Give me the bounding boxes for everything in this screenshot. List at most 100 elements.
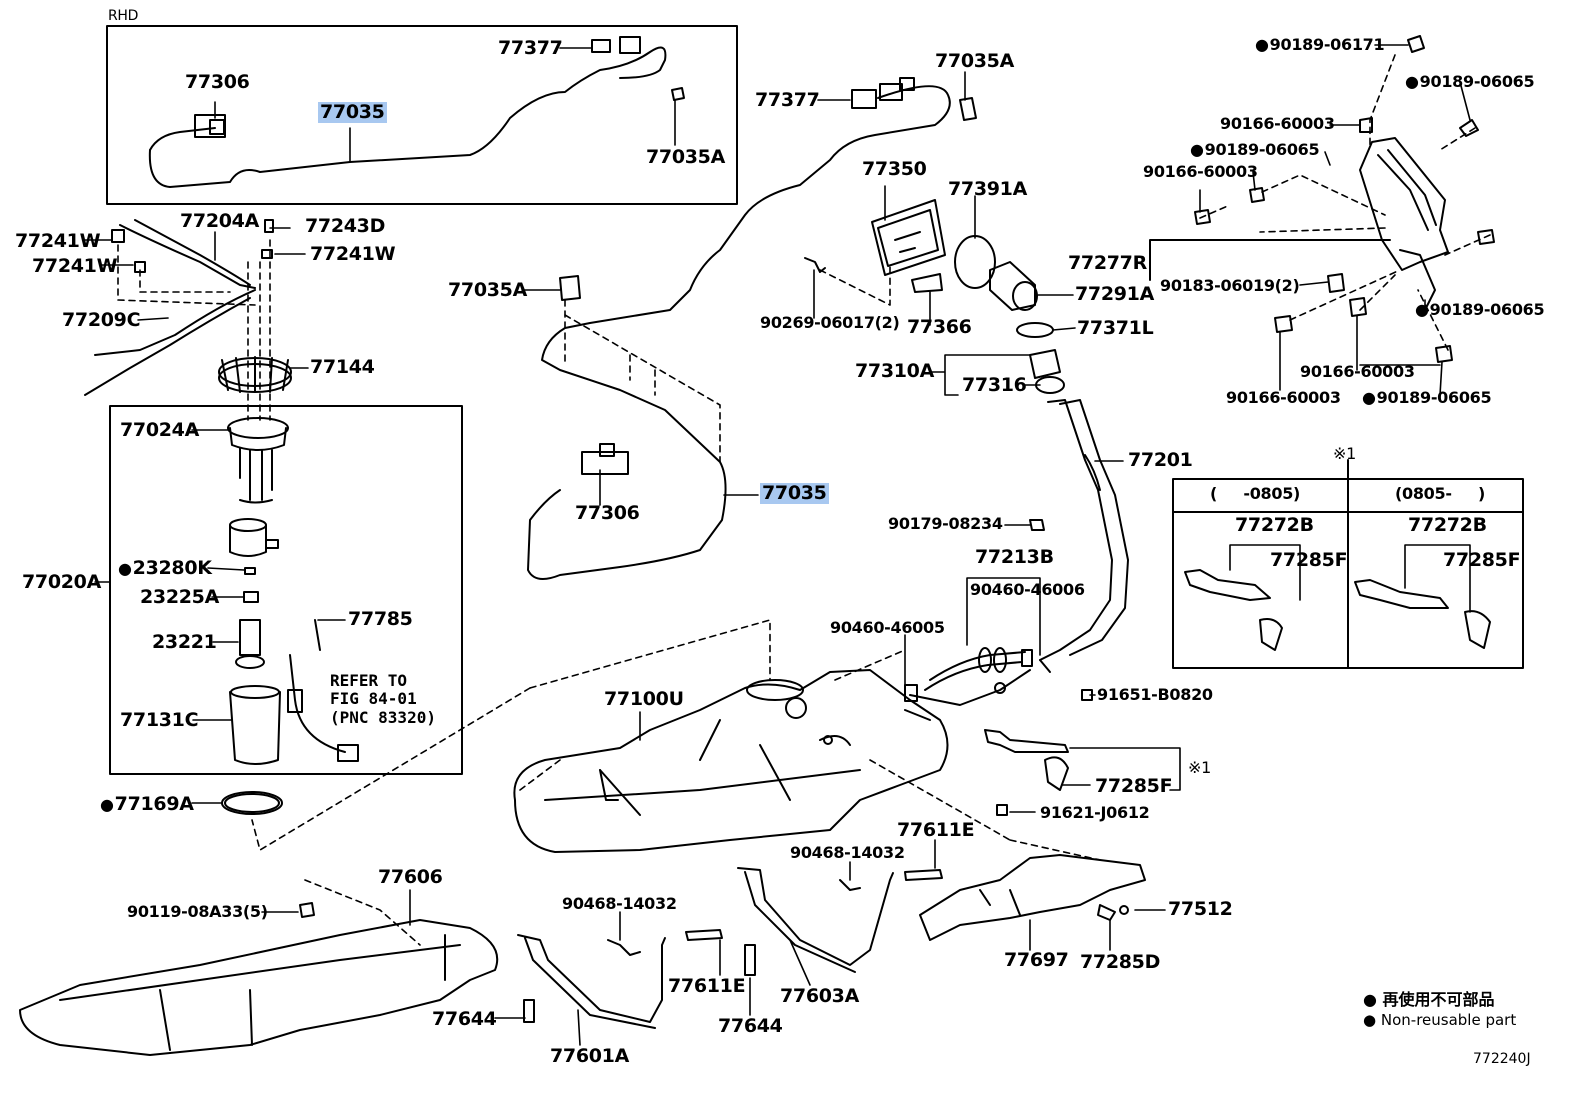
part-label[interactable]: 77306 — [185, 71, 250, 93]
region-label: RHD — [108, 8, 139, 24]
clamp-90460-46005 — [904, 684, 918, 702]
part-label[interactable]: 77785 — [348, 608, 413, 630]
legend-jp-text: 再使用不可部品 — [1382, 990, 1495, 1009]
part-label[interactable]: 77603A — [780, 985, 860, 1007]
part-label-highlighted[interactable]: 77035 — [760, 482, 829, 504]
part-label[interactable]: 90468-14032 — [790, 843, 905, 862]
rhd-frame — [106, 25, 738, 205]
rhd-fuel-line — [148, 46, 667, 188]
gauge-77785 — [287, 619, 359, 762]
part-label[interactable]: 90166-60003 — [1300, 362, 1415, 381]
inset-part-label[interactable]: 77285F — [1270, 549, 1348, 571]
inset-part-label[interactable]: 77272B — [1408, 514, 1487, 536]
part-label-nonreusable[interactable]: 90189-06065 — [1362, 390, 1492, 406]
inset-table — [1172, 459, 1524, 669]
filler-housing-77291A — [989, 261, 1038, 311]
part-label[interactable]: 77316 — [962, 374, 1027, 396]
bolt-77644-b — [744, 944, 756, 976]
part-label[interactable]: 23225A — [140, 586, 220, 608]
hinge-77366 — [911, 273, 943, 293]
part-label[interactable]: 77144 — [310, 356, 375, 378]
part-label[interactable]: 90183-06019(2) — [1160, 276, 1300, 295]
part-label[interactable]: 77310A — [855, 360, 935, 382]
part-label[interactable]: 77131C — [120, 709, 199, 731]
inset-part-label[interactable]: 77285F — [1443, 549, 1521, 571]
refer-note-line: REFER TO — [330, 671, 408, 690]
asterisk-mark: ※1 — [1333, 444, 1356, 463]
part-label[interactable]: 77277R — [1068, 252, 1147, 274]
part-label[interactable]: 77204A — [180, 210, 260, 232]
part-label[interactable]: 90460-46005 — [830, 618, 945, 637]
part-label[interactable]: 77391A — [948, 178, 1028, 200]
rhd-clip — [671, 87, 685, 101]
part-label-nonreusable[interactable]: 23280K — [118, 559, 212, 578]
bolt-77644-a — [523, 999, 535, 1023]
part-label[interactable]: 77024A — [120, 419, 200, 441]
connector-77306 — [581, 443, 629, 475]
part-label[interactable]: 90166-60003 — [1143, 162, 1258, 181]
fuel-line-77209C — [84, 289, 256, 396]
bolt-90119 — [299, 902, 315, 918]
part-label[interactable]: 90468-14032 — [562, 894, 677, 913]
part-label-nonreusable[interactable]: 90189-06065 — [1405, 74, 1535, 90]
part-label-highlighted[interactable]: 77035 — [318, 101, 387, 123]
part-label-nonreusable[interactable]: 90189-06171 — [1255, 37, 1385, 53]
part-label[interactable]: 77366 — [907, 316, 972, 338]
part-label[interactable]: 90179-08234 — [888, 514, 1003, 533]
clip-90166-b — [1249, 187, 1265, 203]
part-label[interactable]: 91651-B0820 — [1097, 685, 1213, 704]
gasket-77371L — [1016, 322, 1054, 338]
part-label[interactable]: 77035A — [646, 146, 726, 168]
band-77603A — [737, 867, 894, 973]
part-label[interactable]: 77241W — [310, 243, 396, 265]
part-label[interactable]: 77020A — [22, 571, 102, 593]
part-label[interactable]: 77644 — [432, 1008, 497, 1030]
clip-77241W — [111, 229, 273, 273]
legend-dot-icon: ● — [1363, 1011, 1377, 1029]
part-label[interactable]: 90166-60003 — [1220, 114, 1335, 133]
clip-90166-a — [1359, 117, 1373, 133]
part-label[interactable]: 90269-06017(2) — [760, 313, 900, 332]
fuel-pump-23221 — [235, 619, 265, 669]
part-label[interactable]: 77209C — [62, 309, 141, 331]
part-label[interactable]: 77611E — [897, 819, 975, 841]
bracket-77272B-main — [984, 729, 1069, 753]
part-label[interactable]: 77291A — [1075, 283, 1155, 305]
part-label[interactable]: 77377 — [755, 89, 820, 111]
part-label[interactable]: 77213B — [975, 546, 1054, 568]
part-label[interactable]: 77243D — [305, 215, 386, 237]
protector-77697 — [919, 854, 1146, 941]
part-label[interactable]: 23221 — [152, 631, 217, 653]
part-label[interactable]: 77285D — [1080, 951, 1161, 973]
part-label[interactable]: 77201 — [1128, 449, 1193, 471]
part-label[interactable]: 77035A — [448, 279, 528, 301]
part-label[interactable]: 90119-08A33(5) — [127, 902, 268, 921]
part-label[interactable]: 90460-46006 — [970, 580, 1085, 599]
legend-dot-icon: ● — [1363, 990, 1377, 1009]
part-label-nonreusable[interactable]: 90189-06065 — [1190, 142, 1320, 158]
part-label[interactable]: 77377 — [498, 37, 563, 59]
part-label[interactable]: 77697 — [1004, 949, 1069, 971]
part-label[interactable]: 77100U — [604, 688, 684, 710]
part-label[interactable]: 77241W — [15, 230, 101, 252]
part-label[interactable]: 91621-J0612 — [1040, 803, 1150, 822]
part-label[interactable]: 77306 — [575, 502, 640, 524]
part-label[interactable]: 77606 — [378, 866, 443, 888]
part-label[interactable]: 77371L — [1077, 317, 1154, 339]
part-label[interactable]: 77035A — [935, 50, 1015, 72]
part-label[interactable]: 77611E — [668, 975, 746, 997]
filler-hose-77213B — [924, 647, 1051, 691]
refer-note-line: FIG 84-01 — [330, 689, 417, 709]
part-label[interactable]: 77601A — [550, 1045, 630, 1067]
part-label[interactable]: 77512 — [1168, 898, 1233, 920]
part-label-nonreusable[interactable]: 77169A — [100, 795, 194, 814]
part-label[interactable]: 77350 — [862, 158, 927, 180]
part-label-nonreusable[interactable]: 90189-06065 — [1415, 302, 1545, 318]
part-label[interactable]: 77285F — [1095, 775, 1173, 797]
inset-part-label[interactable]: 77272B — [1235, 514, 1314, 536]
part-label[interactable]: 90166-60003 — [1226, 388, 1341, 407]
rhd-connector-77306 — [194, 114, 226, 138]
part-label[interactable]: 77644 — [718, 1015, 783, 1037]
part-label[interactable]: 77241W — [32, 255, 118, 277]
